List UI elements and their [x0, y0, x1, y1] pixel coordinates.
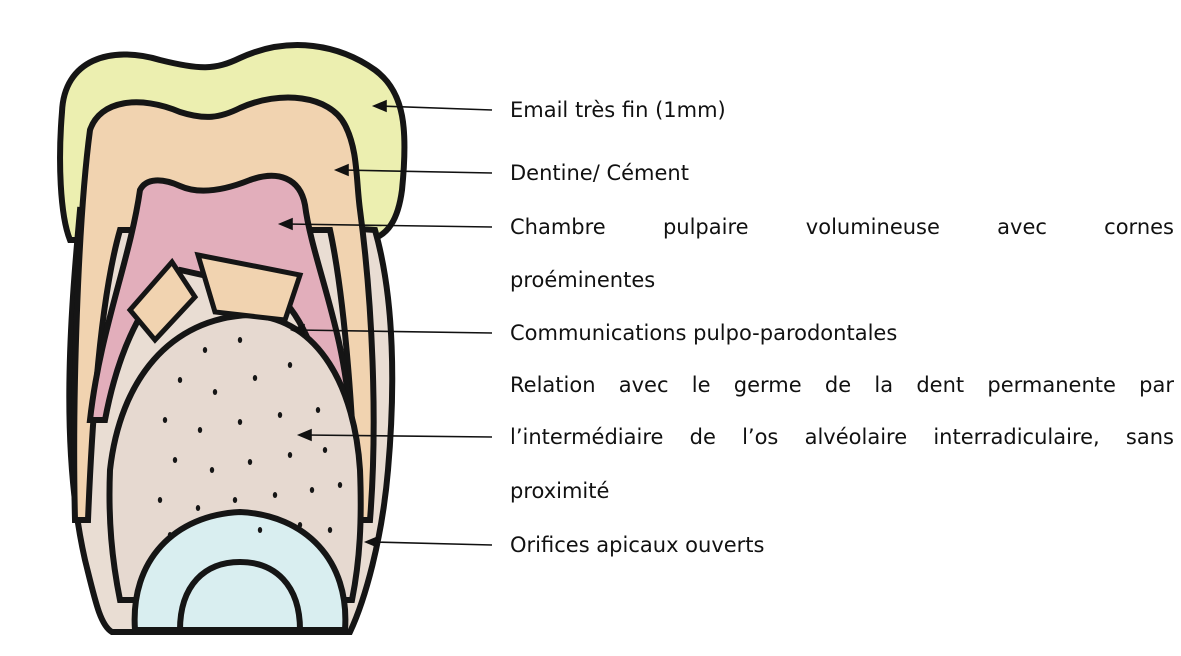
- bone-dot: [238, 337, 242, 343]
- bone-dot: [273, 492, 277, 498]
- bone-dot: [198, 427, 202, 433]
- label-chambre-line1: Chambre pulpaire volumineuse avec cornes: [510, 213, 1174, 241]
- bone-dot: [310, 487, 314, 493]
- label-relation-line1: Relation avec le germe de la dent perman…: [510, 371, 1174, 399]
- bone-dot: [213, 389, 217, 395]
- bone-dot: [288, 362, 292, 368]
- bone-dot: [163, 417, 167, 423]
- bone-dot: [323, 447, 327, 453]
- bone-dot: [338, 482, 342, 488]
- label-email: Email très fin (1mm): [510, 96, 726, 124]
- label-relation-line2: l’intermédiaire de l’os alvéolaire inter…: [510, 423, 1174, 451]
- bone-dot: [233, 497, 237, 503]
- bone-dot: [253, 375, 257, 381]
- bone-dot: [168, 532, 172, 538]
- bone-dot: [196, 505, 200, 511]
- bone-dot: [298, 522, 302, 528]
- bone-dot: [203, 347, 207, 353]
- label-communications: Communications pulpo-parodontales: [510, 319, 897, 347]
- bone-dot: [178, 377, 182, 383]
- bone-dot: [248, 459, 252, 465]
- bone-dot: [316, 407, 320, 413]
- bone-dot: [238, 419, 242, 425]
- bone-dot: [158, 497, 162, 503]
- bone-dot: [210, 467, 214, 473]
- label-dentine: Dentine/ Cément: [510, 159, 689, 187]
- label-chambre-line2: proéminentes: [510, 266, 655, 294]
- bone-dot: [173, 457, 177, 463]
- label-orifices: Orifices apicaux ouverts: [510, 531, 764, 559]
- label-relation-line3: proximité: [510, 477, 609, 505]
- bone-dot: [328, 527, 332, 533]
- bone-dot: [278, 412, 282, 418]
- bone-dot: [288, 452, 292, 458]
- leader-orifices: [372, 542, 492, 545]
- bone-dot: [258, 527, 262, 533]
